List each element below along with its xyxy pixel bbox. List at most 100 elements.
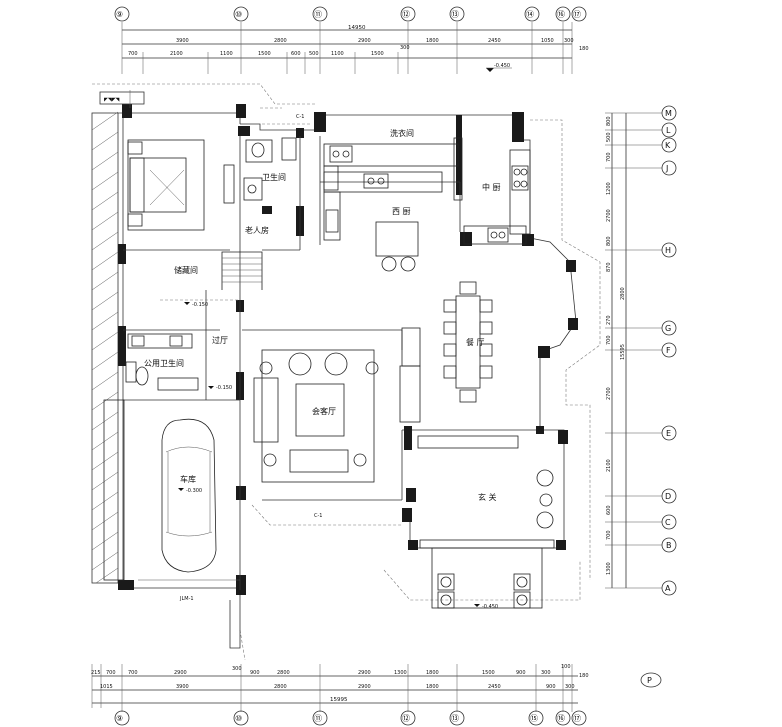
level-mark-storage: -0.150 [184,302,208,308]
dim-top-r2-9: 300 [400,45,410,51]
axis-top-16: ⑯ [557,10,565,19]
foyer-furniture [417,435,555,549]
axis-top-13: ⑬ [451,10,459,19]
left-terrace [91,111,119,584]
dim-right-14: 1300 [606,562,612,575]
dim-right-7: 870 [606,262,612,272]
dim-bottom-11: 1500 [482,670,495,676]
dim-bottom-r2-4: 2900 [358,684,371,690]
dim-bottom-8: 2900 [358,670,371,676]
level-mark-top: -0.450 [486,63,512,72]
dim-top-total: 14950 [348,25,366,31]
dim-bottom-4: 2900 [174,670,187,676]
dim-bottom-5: 300 [232,666,242,672]
dim-top-r2-8: 1500 [371,51,384,57]
axis-bottom-9: ⑨ [116,714,123,723]
dim-bottom-r2-2: 3900 [176,684,189,690]
dim-bottom-r2-8: 300 [565,684,575,690]
dim-bottom-1: 215 [91,670,101,676]
living-room-furniture [253,327,421,483]
room-garage: 车库 [180,474,196,484]
dim-top-r2-4: 1500 [258,51,271,57]
dim-bottom-6: 900 [250,670,260,676]
top-windows: ◤◥◤◥ [99,90,145,108]
roof-outline [92,83,601,661]
label-c1-mid: C-1 [314,513,322,519]
bottom-dimensions: 215 700 700 2900 300 900 2800 2900 1300 … [91,664,589,726]
room-laundry: 洗衣间 [390,128,414,138]
dim-right-10: 2700 [606,387,612,400]
dim-top-r2-3: 1100 [220,51,233,57]
dim-right-12: 600 [606,505,612,515]
dim-right-3: 700 [606,152,612,162]
dim-right-total: 15595 [620,344,626,360]
laundry-fixtures [323,143,459,191]
north-arrow: P [640,672,662,688]
axis-right-E: E [666,429,671,438]
axis-bottom-10: ⑩ [235,714,242,723]
dining-furniture [443,281,493,403]
dim-right-9: 700 [606,335,612,345]
dim-right-1: 800 [606,116,612,126]
dim-right-5: 2700 [606,209,612,222]
room-western-kitchen: 西 厨 [392,207,411,216]
axis-right-D: D [665,492,671,501]
dim-right-2: 500 [606,132,612,142]
wall-columns [118,104,578,595]
elder-room-furniture [127,139,235,231]
dim-right-13: 700 [606,530,612,540]
axis-top-17: ⑰ [573,10,581,19]
dim-bottom-r2-5: 1800 [426,684,439,690]
upper-bath-fixtures [243,123,310,201]
axis-bottom-11: ⑪ [314,714,322,723]
garage-car [103,399,240,581]
svg-text:◤◥◤◥: ◤◥◤◥ [104,97,120,103]
dim-right-11: 2100 [606,459,612,472]
western-kitchen-fixtures [323,171,443,272]
level-entry: -0.450 [482,604,498,610]
north-arrow-label: P [647,676,652,685]
dim-bottom-2: 700 [106,670,116,676]
axis-top-11: ⑪ [314,10,322,19]
axis-right-G: G [665,324,671,333]
dim-bottom-13: 300 [541,670,551,676]
dim-bottom-12: 900 [516,670,526,676]
axis-right-F: F [666,346,671,355]
dim-right-b1: 2800 [620,287,626,300]
dim-top-end: 180 [579,46,589,52]
top-dimensions: 14950 3900 2800 2900 1800 2450 1050 300 … [114,6,589,74]
axis-bottom-16: ⑯ [557,714,565,723]
room-dining: 餐 厅 [466,338,485,347]
room-living: 会客厅 [312,406,336,416]
dim-bottom-10: 1800 [426,670,439,676]
dim-top-3: 2900 [358,38,371,44]
room-hall: 过厅 [212,335,228,345]
dim-bottom-r2-3: 2800 [274,684,287,690]
level-storage: -0.150 [192,302,208,308]
axis-bottom-15: ⑮ [530,714,538,723]
entry-porch: -0.450 [431,547,543,610]
axis-right-A: A [665,584,671,593]
axis-top-9: ⑨ [116,10,123,19]
exterior-walls [118,112,577,649]
dim-top-1: 3900 [176,38,189,44]
axis-right-J: J [665,164,668,173]
axis-bottom-13: ⑬ [451,714,459,723]
room-public-bath: 公用卫生间 [144,358,184,368]
room-storage: 储藏间 [174,265,198,275]
interior-walls [123,136,461,590]
axis-top-12: ⑫ [402,10,410,19]
room-bath-upper: 卫生间 [262,172,286,182]
dim-top-r2-1: 700 [128,51,138,57]
dim-bottom-r2-7: 900 [546,684,556,690]
dim-top-4: 1800 [426,38,439,44]
dim-right-4: 1200 [606,182,612,195]
axis-right-K: K [665,141,671,150]
level-garage: -0.300 [186,488,202,494]
level-hall: -0.150 [216,385,232,391]
dim-top-r2-6: 500 [309,51,319,57]
dim-bottom-14: 100 [561,664,571,670]
right-dimensions: M L K J H G F E D C B A 800 500 700 1200… [605,105,677,596]
axis-bottom-12: ⑫ [402,714,410,723]
